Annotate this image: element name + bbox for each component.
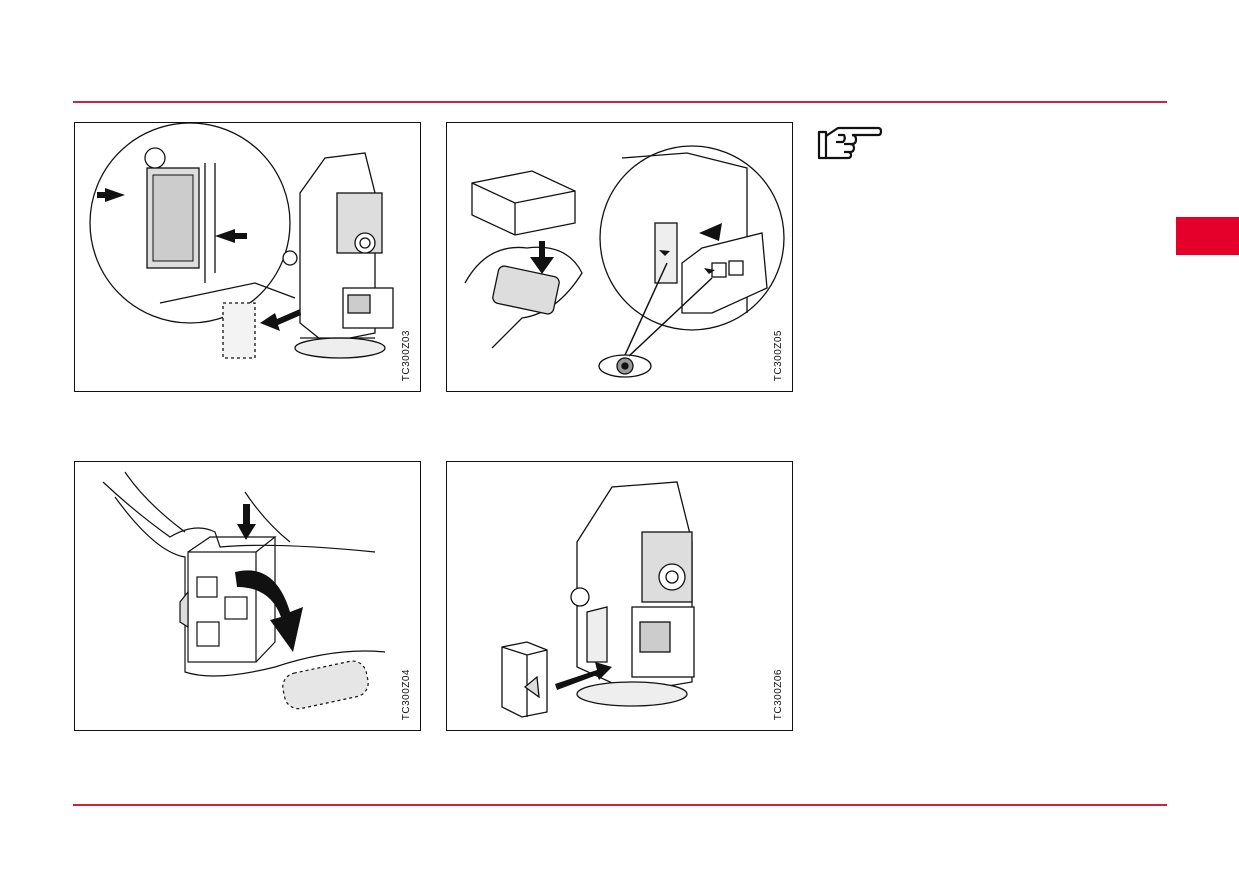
figure-insert-battery: TC300Z06 xyxy=(446,461,793,731)
remove-from-holder-illustration xyxy=(102,471,386,710)
insert-battery-illustration xyxy=(501,481,695,718)
chapter-tab-marker xyxy=(1176,217,1239,255)
remove-battery-illustration xyxy=(89,123,394,359)
figure-battery-polarity: TC300Z05 xyxy=(446,122,793,392)
battery-polarity-illustration xyxy=(464,145,785,378)
header-rule xyxy=(73,101,1167,103)
pointing-hand-icon xyxy=(816,124,883,162)
figure-remove-battery: TC300Z03 xyxy=(74,122,421,392)
figure-code: TC300Z04 xyxy=(401,668,412,720)
figure-code: TC300Z03 xyxy=(401,329,412,381)
footer-rule xyxy=(73,804,1167,806)
figure-remove-from-holder: TC300Z04 xyxy=(74,461,421,731)
figure-code: TC300Z05 xyxy=(773,329,784,381)
figure-code: TC300Z06 xyxy=(773,668,784,720)
